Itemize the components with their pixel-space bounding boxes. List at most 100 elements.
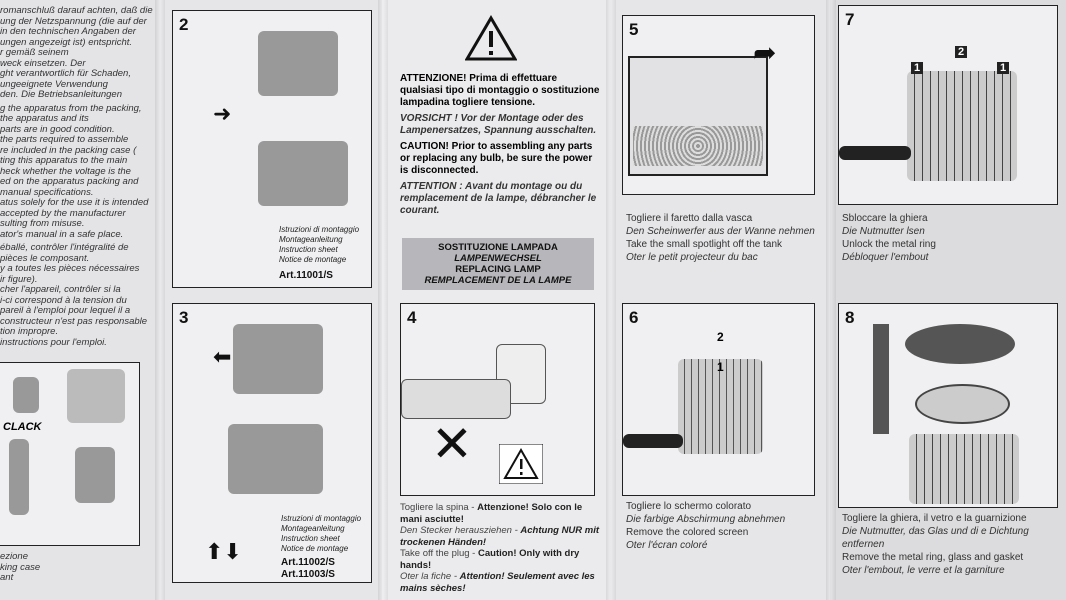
label-it: SOSTITUZIONE LAMPADA	[438, 242, 558, 253]
text-line: Take the small spotlight off the tank	[626, 239, 783, 250]
text-line: Notice de montage	[281, 544, 349, 553]
marker-1: 1	[717, 360, 724, 374]
text-line: Oter l'embout, le verre et la garniture	[842, 565, 1005, 576]
text-line: ung der Netzspannung (die auf der	[0, 15, 147, 27]
text-line: re included in the packing case (	[0, 144, 137, 156]
step-number: 7	[845, 10, 855, 29]
fold	[826, 0, 836, 600]
text-line: atus solely for the use it is intended	[0, 197, 149, 208]
step-8-panel: 8	[838, 303, 1058, 508]
label-en: REPLACING LAMP	[455, 264, 541, 275]
caption-line: Take off the plug - Caution! Only with d…	[400, 548, 605, 571]
text-line: Die farbige Abschirmung abnehmen	[626, 514, 786, 525]
text-line: constructeur n'est pas responsable	[0, 315, 148, 327]
text-line: g the apparatus from the packing,	[0, 102, 142, 114]
text-line: den. Die Betriebsanleitungen	[0, 89, 123, 100]
text-line: Togliere lo schermo colorato	[626, 501, 752, 512]
step-number: 3	[179, 308, 189, 327]
text-line: pièces le composant.	[0, 252, 90, 264]
text-line: king case	[0, 561, 41, 573]
text-line: Instruction sheet	[281, 534, 340, 543]
text-line: Istruzioni di montaggio	[281, 514, 362, 523]
clack-illustration: CLACK	[0, 362, 140, 546]
text-line: parts are in good condition.	[0, 123, 115, 135]
step-6-panel: 6 2 1	[622, 303, 815, 496]
text-line: accepted by the manufacturer	[0, 207, 126, 219]
caption-line: Togliere la spina - Attenzione! Solo con…	[400, 502, 605, 525]
caption-bold: Attention! Seulement avec les mains sèch…	[400, 571, 595, 594]
text-line: Remove the colored screen	[626, 527, 749, 538]
fold	[378, 0, 388, 600]
step-number: 6	[629, 308, 639, 327]
caption-bold: Attenzione! Solo con le mani asciutte!	[400, 502, 583, 525]
step-number: 8	[845, 308, 855, 327]
text-line: sulting from misuse.	[0, 218, 85, 229]
fold	[606, 0, 616, 600]
warning-de: VORSICHT ! Vor der Montage oder des Lamp…	[400, 113, 597, 136]
step-7-panel: 7 1 2 1	[838, 5, 1058, 205]
caption-plain: Den Stecker herausziehen -	[400, 525, 521, 536]
marker-2: 2	[717, 330, 724, 344]
caption-plain: Togliere la spina -	[400, 502, 478, 513]
text-line: i-ci correspond à la tension du	[0, 294, 127, 306]
label-de: LAMPENWECHSEL	[454, 253, 542, 264]
marker-1: 1	[911, 62, 924, 74]
step-number: 5	[629, 20, 639, 39]
text-line: the parts required to assemble	[0, 134, 129, 145]
text-line: the apparatus and its	[0, 113, 89, 124]
text-line: heck whether the voltage is the	[0, 165, 131, 177]
warning-fr: ATTENTION : Avant du montage ou du rempl…	[400, 181, 597, 216]
article-number: Art.11002/S	[281, 557, 335, 568]
text-line: ting this apparatus to the main	[0, 155, 128, 166]
english-text: g the apparatus from the packing,the app…	[0, 102, 153, 241]
text-line: Montageanleitung	[281, 524, 345, 533]
step-4-panel: 4 ✕	[400, 303, 595, 496]
text-line: ant	[0, 572, 14, 583]
text-line: instructions pour l'emploi.	[0, 336, 107, 348]
replacing-lamp-box: SOSTITUZIONE LAMPADA LAMPENWECHSEL REPLA…	[402, 238, 594, 290]
fold	[155, 0, 165, 600]
text-line: Remove the metal ring, glass and gasket	[842, 552, 1024, 563]
text-line: Sbloccare la ghiera	[842, 213, 928, 224]
text-line: y a toutes les pièces nécessaires	[0, 263, 140, 274]
warning-triangle-icon	[465, 15, 517, 61]
text-line: ungeeignete Verwendung	[0, 78, 108, 90]
text-line: ator's manual in a safe place.	[0, 228, 124, 240]
article-number: Art.11003/S	[281, 569, 335, 580]
text-line: Oter l'écran coloré	[626, 540, 708, 551]
caption-bold: Caution! Only with dry hands!	[400, 548, 580, 571]
text-line: ezione	[0, 551, 28, 562]
text-line: Oter le petit projecteur du bac	[626, 252, 758, 263]
caption-plain: Oter la fiche -	[400, 571, 460, 582]
text-line: weck einsetzen. Der	[0, 57, 86, 69]
marker-1: 1	[997, 62, 1010, 74]
text-line: Togliere il faretto dalla vasca	[626, 213, 753, 224]
text-line: Débloquer l'embout	[842, 252, 929, 263]
text-line: romanschluß darauf achten, daß die	[0, 5, 153, 16]
text-line: manual specifications.	[0, 186, 94, 198]
step-4-caption: Togliere la spina - Attenzione! Solo con…	[400, 502, 605, 594]
step-8-caption: Togliere la ghiera, il vetro e la guarni…	[842, 512, 1062, 577]
step-5-panel: 5 ➦	[622, 15, 815, 195]
text-line: Instruction sheet	[279, 245, 338, 254]
text-line: Die Nutmutter lsen	[842, 226, 925, 237]
step-number: 4	[407, 308, 417, 327]
step-number: 2	[179, 15, 189, 34]
text-line: pareil à l'emploi pour lequel il a	[0, 305, 131, 316]
warning-text-block: ATTENZIONE! Prima di effettuare qualsias…	[400, 73, 600, 217]
text-line: Unlock the metal ring	[842, 239, 936, 250]
clack-label: CLACK	[3, 421, 42, 433]
marker-2: 2	[955, 46, 968, 58]
text-line: ght verantwortlich für Schaden,	[0, 68, 131, 79]
caption-line: Den Stecker herausziehen - Achtung NUR m…	[400, 525, 605, 548]
label-fr: REMPLACEMENT DE LA LAMPE	[424, 275, 572, 286]
caption-bold: Achtung NUR mit trockenen Händen!	[400, 525, 600, 548]
caption-plain: Take off the plug -	[400, 548, 478, 559]
